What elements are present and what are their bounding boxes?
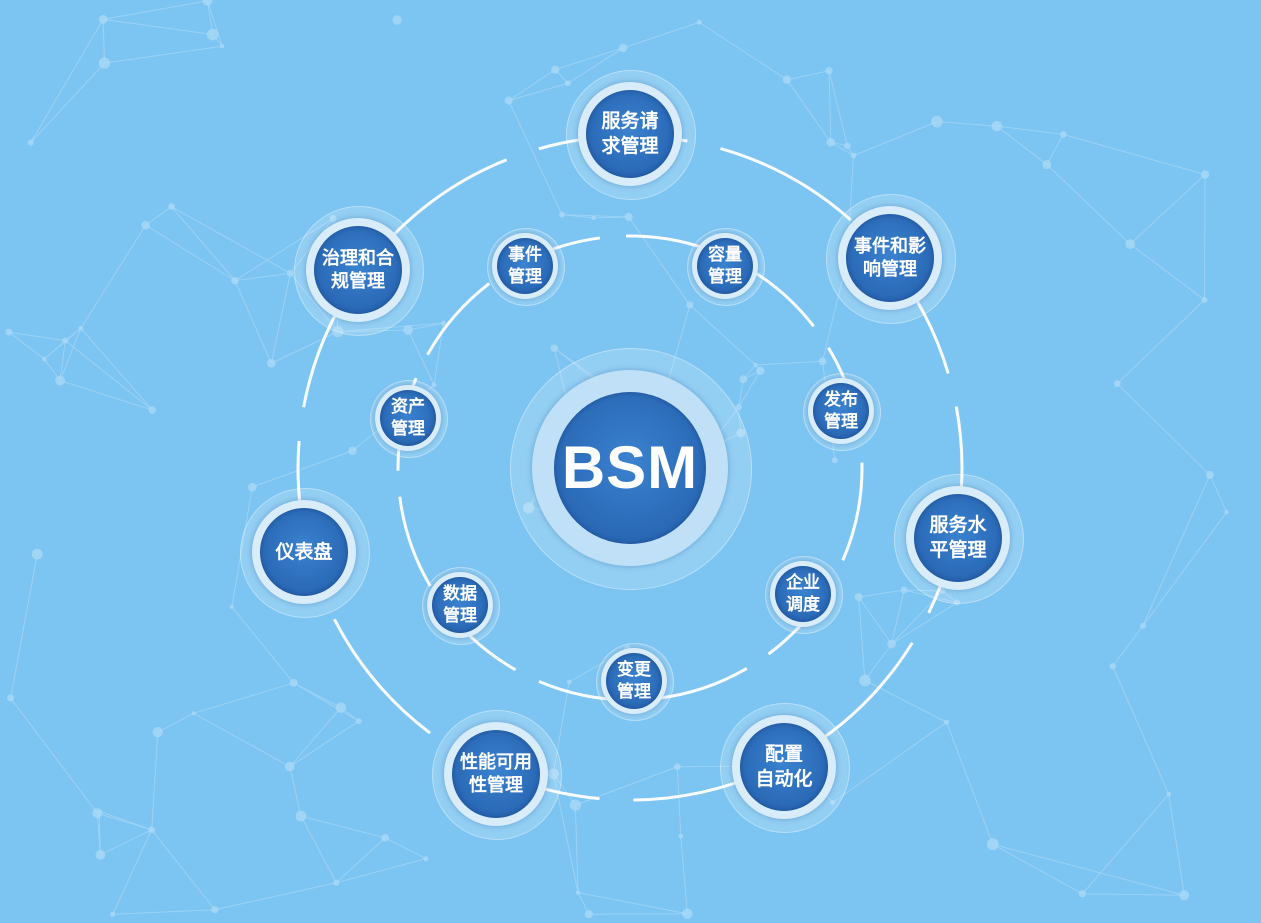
- outer-node-dashboard[interactable]: 仪表盘: [240, 488, 370, 618]
- outer-node-config-automation[interactable]: 配置 自动化: [720, 703, 850, 833]
- inner-node-asset[interactable]: 资产 管理: [370, 380, 448, 458]
- node-label: 发布 管理: [824, 389, 858, 432]
- node-label: 服务水 平管理: [929, 514, 987, 561]
- node-label: 事件 管理: [508, 244, 542, 287]
- outer-node-governance-compliance[interactable]: 治理和合 规管理: [294, 206, 424, 336]
- bsm-center-node[interactable]: BSM: [510, 348, 752, 590]
- node-label: 容量 管理: [708, 244, 742, 287]
- inner-node-capacity[interactable]: 容量 管理: [687, 228, 765, 306]
- inner-node-release[interactable]: 发布 管理: [803, 373, 881, 451]
- outer-node-performance-availability[interactable]: 性能可用 性管理: [432, 710, 562, 840]
- outer-node-service-request[interactable]: 服务请 求管理: [566, 70, 696, 200]
- node-label: 治理和合 规管理: [322, 247, 394, 292]
- node-label: 变更 管理: [617, 659, 651, 702]
- inner-node-enterprise-scheduling[interactable]: 企业 调度: [765, 556, 843, 634]
- inner-node-change[interactable]: 变更 管理: [596, 643, 674, 721]
- node-label: 配置 自动化: [755, 743, 813, 790]
- outer-node-event-impact[interactable]: 事件和影 响管理: [826, 194, 956, 324]
- node-label: 服务请 求管理: [601, 110, 659, 157]
- node-label: 数据 管理: [443, 583, 477, 626]
- bsm-center-label: BSM: [561, 434, 699, 501]
- outer-node-service-level[interactable]: 服务水 平管理: [894, 474, 1024, 604]
- node-label: 性能可用 性管理: [460, 751, 532, 796]
- inner-node-incident[interactable]: 事件 管理: [487, 228, 565, 306]
- node-label: 企业 调度: [786, 572, 820, 615]
- inner-node-data[interactable]: 数据 管理: [422, 567, 500, 645]
- node-label: 事件和影 响管理: [854, 235, 926, 280]
- node-label: 资产 管理: [391, 396, 425, 439]
- node-label: 仪表盘: [275, 540, 333, 563]
